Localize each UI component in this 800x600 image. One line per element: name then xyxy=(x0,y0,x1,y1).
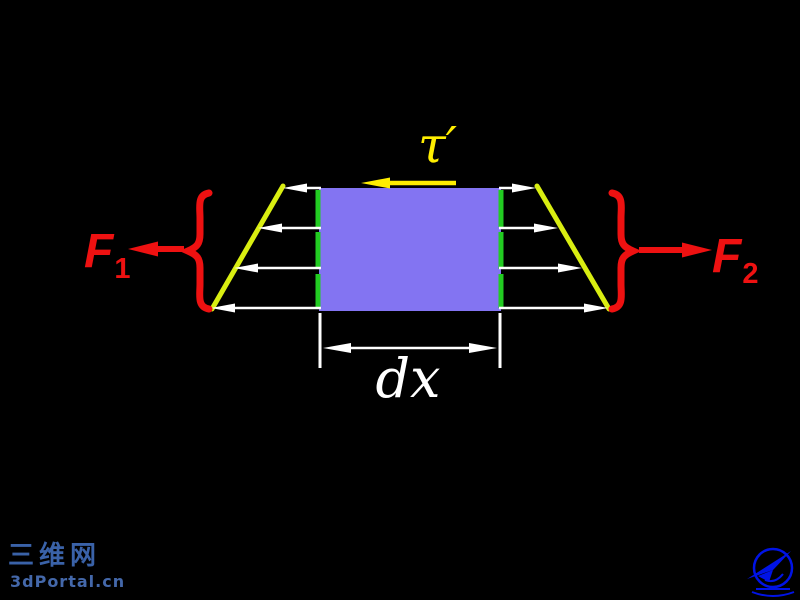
force-right-arrow xyxy=(639,242,712,258)
force-right-subscript: 2 xyxy=(742,258,759,290)
watermark-site-url: 3dPortal.cn xyxy=(10,572,126,591)
stress-arrowhead-icon xyxy=(234,263,258,273)
shear-stress-label: τ′ xyxy=(418,116,458,174)
force-right-label: F2 xyxy=(712,233,758,289)
right-brace xyxy=(608,189,642,313)
stress-arrowhead-icon xyxy=(258,223,282,233)
force-left-subscript: 1 xyxy=(114,253,131,285)
force-left-label: F1 xyxy=(84,228,130,284)
left-brace xyxy=(179,189,213,313)
stress-arrowhead-icon xyxy=(283,183,307,193)
stress-arrowhead-icon xyxy=(558,263,582,273)
width-dimension-label: dx xyxy=(375,347,441,410)
dimension-arrowhead-icon xyxy=(469,343,497,353)
shear-arrowhead-icon xyxy=(361,177,390,189)
right-stress-envelope-line xyxy=(534,183,612,312)
watermark-site-name: 三维网 xyxy=(8,541,102,571)
force-arrowhead-icon xyxy=(128,241,158,257)
site-logo-icon xyxy=(747,547,795,597)
stress-arrowhead-icon xyxy=(584,303,608,313)
dx-dimension xyxy=(318,313,502,368)
force-arrowhead-icon xyxy=(682,242,712,258)
right-stress-arrows xyxy=(499,183,608,313)
beam-element-rect xyxy=(319,188,501,311)
dimension-arrowhead-icon xyxy=(323,343,351,353)
force-left-arrow xyxy=(128,241,184,257)
left-stress-envelope-line xyxy=(209,183,286,312)
left-stress-arrows xyxy=(211,183,321,313)
force-left-symbol: F xyxy=(84,225,114,278)
stress-arrowhead-icon xyxy=(512,183,536,193)
force-right-symbol: F xyxy=(712,230,742,283)
stress-arrowhead-icon xyxy=(211,303,235,313)
shear-direction-arrow xyxy=(361,177,456,189)
stress-arrowhead-icon xyxy=(534,223,558,233)
